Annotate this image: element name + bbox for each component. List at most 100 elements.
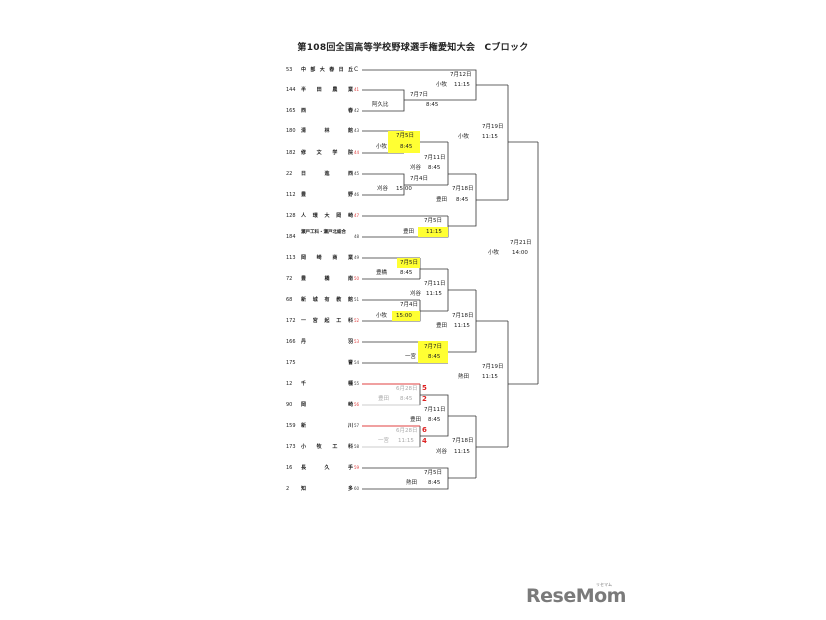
team-name: 一宮起工科: [301, 318, 353, 324]
game-venue: 熱田: [406, 480, 418, 486]
team-number: 165: [286, 108, 296, 114]
team-row: 53 中部大春日丘 C: [286, 65, 370, 75]
highlight-g7: [418, 341, 448, 363]
game-venue: 豊田: [403, 229, 415, 235]
team-number: 128: [286, 213, 296, 219]
game-time: 11:15: [482, 134, 498, 140]
game-venue: 小牧: [458, 134, 470, 140]
game-venue: 一宮: [405, 354, 417, 360]
game-venue: 豊田: [436, 197, 448, 203]
team-row: 113 岡崎商業 49: [286, 253, 370, 263]
game-venue: 熱田: [458, 374, 470, 380]
team-slot: 53: [354, 339, 360, 344]
team-slot: 43: [354, 128, 360, 133]
game-date: 7月19日: [482, 124, 504, 130]
team-name: 西春: [301, 108, 353, 114]
game-venue: 小牧: [376, 313, 388, 319]
team-name: 日進西: [301, 171, 353, 177]
team-slot: 60: [354, 486, 360, 491]
team-slot: 56: [354, 402, 360, 407]
game-date: 7月18日: [452, 438, 474, 444]
score-top: 5: [422, 384, 427, 392]
game-time: 8:45: [428, 417, 441, 423]
game-date: 7月21日: [510, 240, 532, 246]
score-bottom: 2: [422, 395, 427, 403]
team-slot: 52: [354, 318, 360, 323]
highlight-g2: [388, 131, 420, 153]
game-time: 11:15: [454, 82, 470, 88]
game-time: 8:45: [400, 396, 413, 402]
game-time: 14:00: [512, 250, 528, 256]
team-number: 175: [286, 360, 296, 366]
game-date: 7月7日: [424, 344, 442, 350]
team-name: 豊野: [301, 192, 353, 198]
team-name: 瀬戸工科・瀬戸北総合: [301, 230, 346, 235]
team-name: 誉: [347, 360, 353, 366]
team-number: 159: [286, 423, 296, 429]
team-name: 長久手: [301, 465, 353, 471]
team-row: 172 一宮起工科 52: [286, 316, 370, 326]
team-row: 180 清林館 43: [286, 126, 370, 136]
game-date: 7月5日: [400, 260, 418, 266]
team-slot: 47: [354, 213, 360, 218]
game-time: 8:45: [428, 354, 441, 360]
team-number: 180: [286, 128, 296, 134]
game-venue: 刈谷: [377, 186, 389, 192]
team-row: 165 西春 42: [286, 106, 370, 116]
team-slot: 44: [354, 150, 360, 155]
game-time: 11:15: [454, 323, 470, 329]
game-date: 7月18日: [452, 313, 474, 319]
game-time: 11:15: [482, 374, 498, 380]
game-venue: 刈谷: [410, 291, 422, 297]
game-venue: 刈谷: [410, 165, 422, 171]
resemom-logo-subtext: リセマム: [596, 582, 612, 587]
team-name: 新城有教館: [301, 297, 353, 303]
team-name: 岡崎: [301, 402, 353, 408]
highlight-g6: [392, 311, 420, 321]
team-slot: 59: [354, 465, 360, 470]
team-name: 豊橋南: [301, 276, 353, 282]
team-slot: 48: [354, 234, 360, 239]
team-number: 173: [286, 444, 296, 450]
game-time: 11:15: [398, 438, 414, 444]
game-venue: 刈谷: [436, 449, 448, 455]
team-slot: 41: [354, 87, 360, 92]
game-venue: 小牧: [436, 82, 448, 88]
team-row: 182 修文学院 44: [286, 148, 370, 158]
team-number: 2: [286, 486, 290, 492]
game-venue: 一宮: [378, 438, 390, 444]
team-number: 112: [286, 192, 296, 198]
team-slot: 54: [354, 360, 360, 365]
team-number: 72: [286, 276, 293, 282]
team-row: 90 岡崎 56: [286, 400, 370, 410]
game-venue: 豊橋: [376, 270, 388, 276]
team-slot: 46: [354, 192, 360, 197]
team-row: 68 新城有教館 51: [286, 295, 370, 305]
game-date: 7月19日: [482, 364, 504, 370]
game-time: 8:45: [426, 102, 439, 108]
team-number: 16: [286, 465, 293, 471]
team-row: 184 瀬戸工科・瀬戸北総合 48: [286, 230, 370, 244]
team-slot: 58: [354, 444, 360, 449]
team-name: 知多: [301, 486, 353, 492]
team-number: 68: [286, 297, 293, 303]
team-name: 清林館: [301, 128, 353, 134]
team-number: 166: [286, 339, 296, 345]
team-number: 144: [286, 87, 296, 93]
team-number: 22: [286, 171, 293, 177]
game-time: 15:00: [396, 186, 412, 192]
team-row: 16 長久手 59: [286, 463, 370, 473]
game-time: 8:45: [456, 197, 469, 203]
game-time: 8:45: [400, 144, 413, 150]
game-date: 7月5日: [424, 470, 442, 476]
game-time: 11:15: [426, 229, 442, 235]
team-row: 112 豊野 46: [286, 190, 370, 200]
score-bottom: 4: [422, 437, 427, 445]
game-time: 11:15: [426, 291, 442, 297]
game-time: 11:15: [454, 449, 470, 455]
game-venue: 小牧: [488, 250, 500, 256]
team-name: 千種: [301, 381, 353, 387]
team-name: 修文学院: [301, 150, 353, 156]
team-name: 半田農業: [301, 87, 353, 93]
